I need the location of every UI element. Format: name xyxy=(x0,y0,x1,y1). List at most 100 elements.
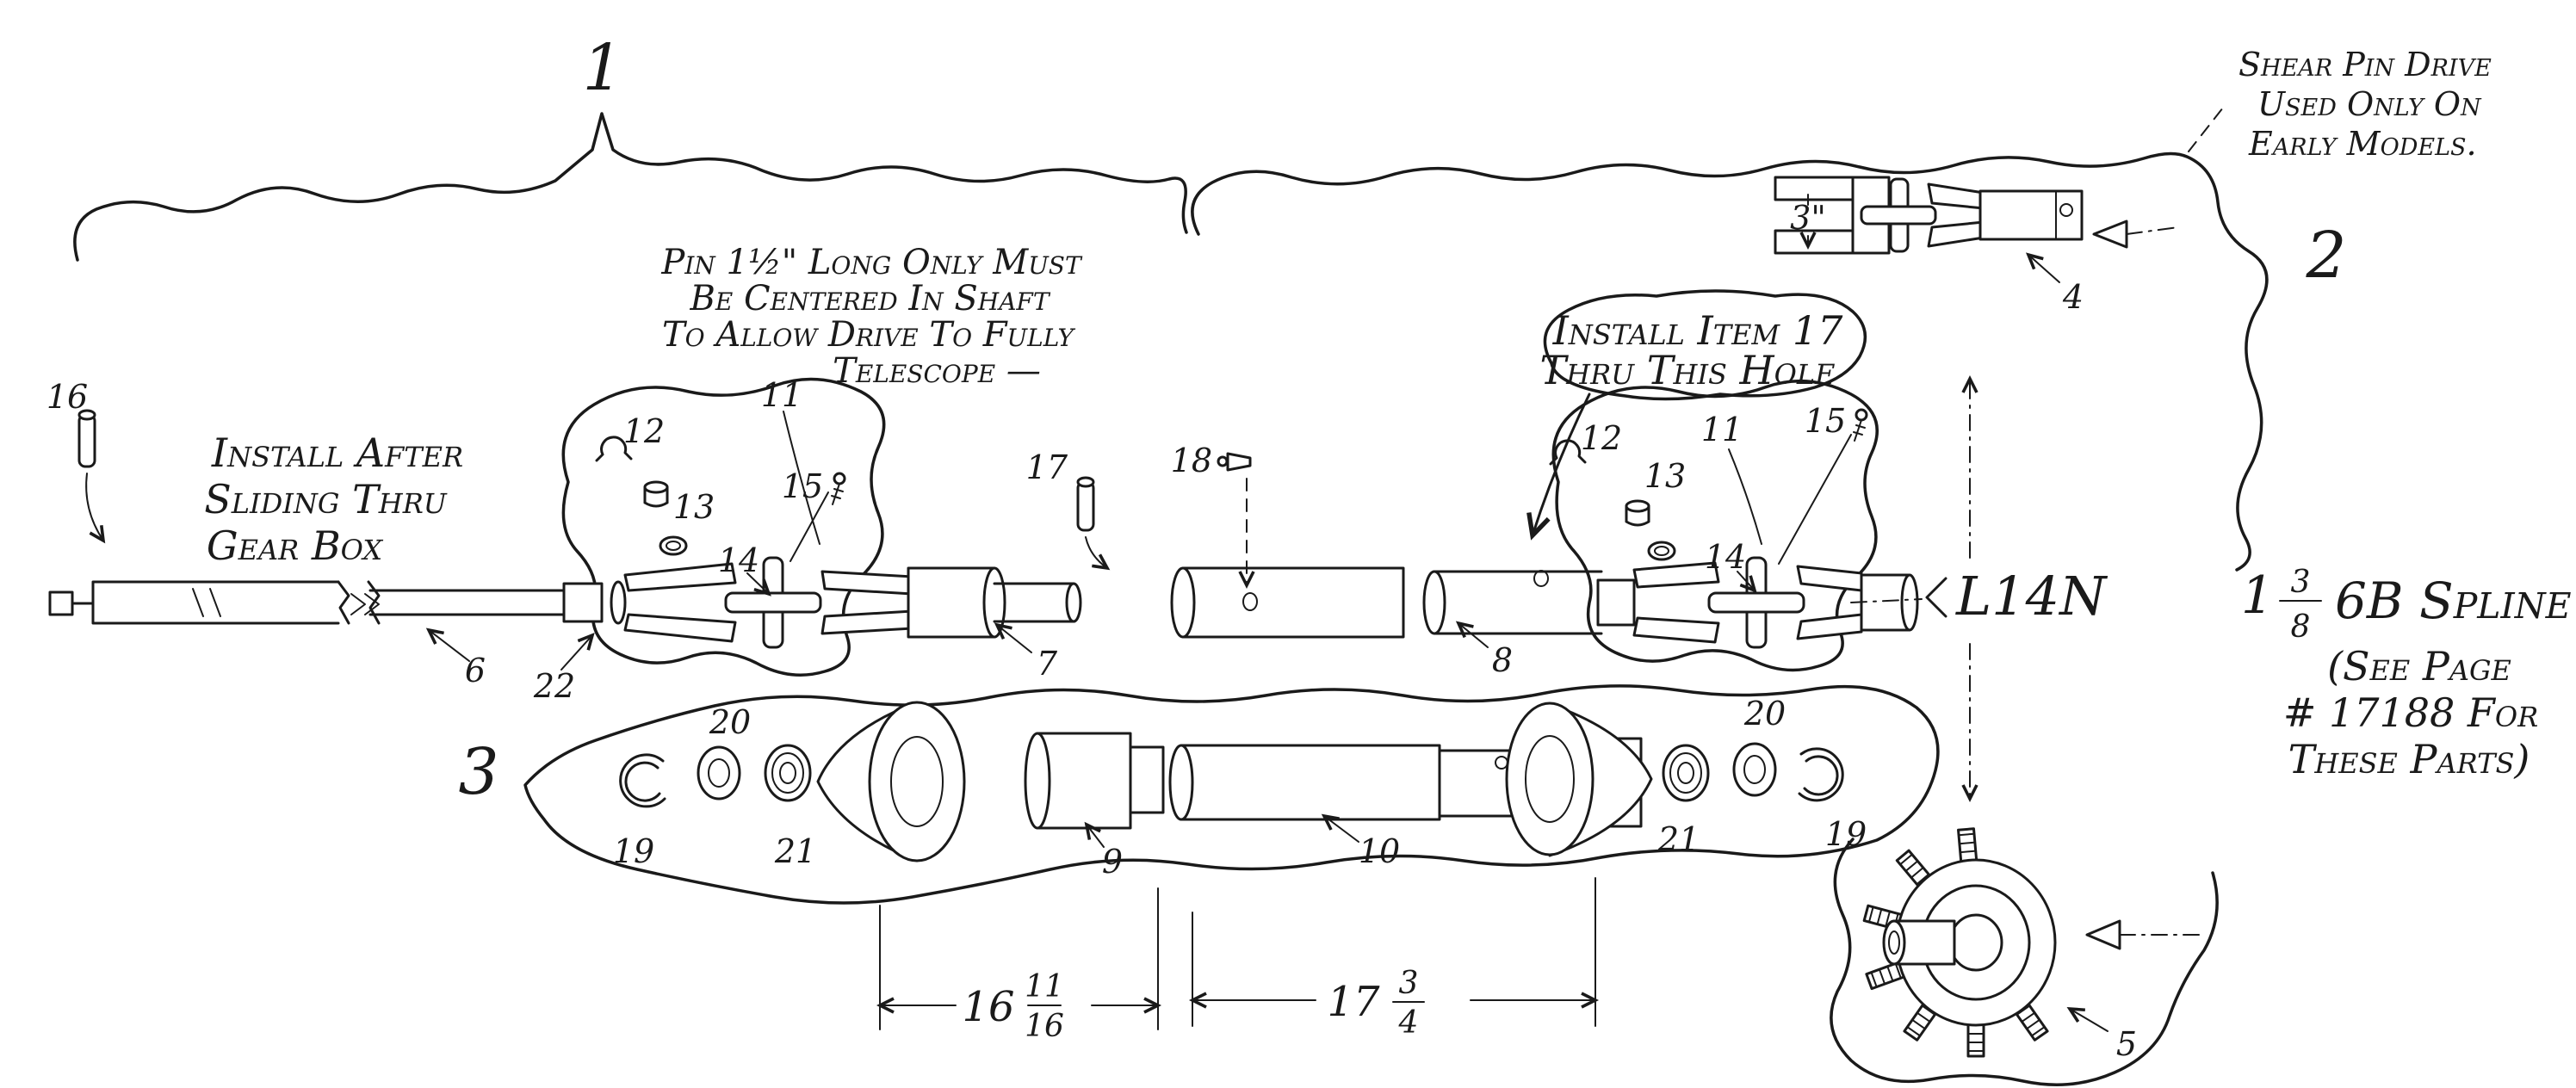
callout-19a: 19 xyxy=(613,832,654,870)
callout-5: 5 xyxy=(2116,1025,2137,1063)
callout-21a: 21 xyxy=(774,832,816,870)
plug-18-body xyxy=(1226,452,1252,472)
dimension-lines xyxy=(876,600,2322,1030)
ring-13b-inner xyxy=(1654,546,1669,556)
cloud-group-2 xyxy=(1191,151,2269,572)
yoke-7-prong-lower xyxy=(820,609,914,635)
pin-note-line1: Pin 1½" Long Only Must xyxy=(660,243,1083,282)
yoke-end-mouth xyxy=(1900,573,1919,632)
l14n-label: L14N xyxy=(1955,565,2108,627)
tube-10-body xyxy=(1180,744,1441,821)
callout-11b: 11 xyxy=(1701,411,1743,448)
tube-a-body xyxy=(1181,566,1405,639)
sleeve-7-body xyxy=(907,566,996,639)
callout-20b: 20 xyxy=(1743,695,1786,733)
cap-13b-top xyxy=(1625,499,1650,513)
tube-b-install-hole xyxy=(1533,570,1549,587)
install-note-pointer xyxy=(1526,393,1591,541)
cap-13b-body xyxy=(1625,504,1650,527)
dim-a-numerator: 11 xyxy=(1025,969,1064,1005)
fitting-15a-head xyxy=(833,472,846,485)
snap-ring-19a xyxy=(619,753,666,808)
callout-12a: 12 xyxy=(623,412,665,450)
sleeve-7-stub xyxy=(993,582,1075,623)
pin-17-head xyxy=(1076,476,1095,488)
leader-9 xyxy=(1084,821,1105,848)
cap-13a-top xyxy=(643,480,669,494)
pin-16 xyxy=(77,413,96,468)
coupler-9-body xyxy=(1036,732,1132,830)
leader-11b xyxy=(1728,448,1762,545)
yoke-8-hub xyxy=(1596,578,1636,627)
callout-7: 7 xyxy=(1037,645,1058,683)
yoke-22-prong-upper xyxy=(623,562,737,592)
cloud-hub-group xyxy=(1830,838,2219,1086)
callout-15b: 15 xyxy=(1805,402,1846,440)
callout-3: 3 xyxy=(458,735,498,809)
washer-20b xyxy=(1732,742,1777,797)
yoke-8-prong-lower xyxy=(1632,616,1720,644)
dim-b-denominator: 4 xyxy=(1398,1005,1419,1041)
yoke-end-prong-lower xyxy=(1796,613,1863,640)
callout-6: 6 xyxy=(465,652,486,689)
callout-22: 22 xyxy=(533,667,575,705)
ring-13a xyxy=(659,535,688,556)
dim-b-whole: 17 xyxy=(1327,978,1380,1026)
callout-14b: 14 xyxy=(1705,538,1746,576)
dim-a-extensions xyxy=(879,887,1159,1030)
leader-5 xyxy=(2066,1006,2108,1032)
fitting-15a-shaft xyxy=(831,483,844,505)
spline-denominator: 8 xyxy=(2291,609,2311,645)
flanged-hub-assembly xyxy=(1862,827,2207,1058)
see-page-line2: # 17188 For xyxy=(2283,689,2538,736)
shield-bell-left-bore xyxy=(890,736,944,827)
l14n-connector xyxy=(1850,598,1923,603)
fitting-15b-shaft xyxy=(1853,419,1866,442)
thin-shaft xyxy=(368,589,566,616)
callout-14a: 14 xyxy=(718,541,759,579)
tube-a-mouth xyxy=(1170,566,1196,639)
slide-tube-hole xyxy=(1495,756,1508,770)
callout-13a: 13 xyxy=(673,488,715,526)
shield-bell-left-rim xyxy=(868,701,966,862)
callout-21b: 21 xyxy=(1657,820,1700,858)
hub-center-bore xyxy=(1882,919,1906,966)
ring-13b xyxy=(1647,541,1676,561)
callout-19b: 19 xyxy=(1825,815,1867,853)
see-page-line3: These Parts) xyxy=(2288,736,2530,782)
leader-15a xyxy=(790,491,829,562)
callout-16: 16 xyxy=(46,378,88,416)
gearbox-shaft-tube xyxy=(91,580,340,625)
shear-note-line3: Early Models. xyxy=(2248,125,2477,163)
bearing-21b-inner xyxy=(1677,762,1694,784)
leader-7 xyxy=(994,622,1032,653)
pin-16-head xyxy=(77,409,96,421)
install-after-line3: Gear Box xyxy=(207,522,383,569)
tube-a-pin-hole xyxy=(1242,592,1258,611)
callout-4: 4 xyxy=(2062,278,2084,316)
sleeve-7-stub-mouth xyxy=(1065,582,1082,623)
shear-pin-joint-assembly xyxy=(1774,176,2179,253)
shear-note-line2: Used Only On xyxy=(2257,85,2482,123)
pin-17 xyxy=(1076,480,1095,532)
washer-20a-inner xyxy=(708,758,730,788)
cloud-group-3 xyxy=(523,684,1940,905)
joint4-pointer-arrow xyxy=(2092,219,2128,249)
tube-surface-marks xyxy=(192,588,221,617)
install-after-line1: Install After xyxy=(211,430,463,476)
shield-bell-right-rim xyxy=(1505,702,1595,856)
pin-16-leader xyxy=(85,473,106,544)
bearing-21a-mid xyxy=(771,752,804,794)
bearing-21a-inner xyxy=(779,762,796,784)
hub-flange-inner xyxy=(1948,913,2003,972)
cap-13a-body xyxy=(643,485,669,508)
coupler-9-mouth xyxy=(1024,732,1051,830)
dim-b-extensions xyxy=(1192,877,1596,1027)
washer-20b-inner xyxy=(1743,755,1766,784)
callout-2: 2 xyxy=(2305,219,2346,293)
leader-22 xyxy=(560,633,595,671)
dim-b-numerator: 3 xyxy=(1399,966,1419,1001)
joint4-pointer-line xyxy=(2126,226,2179,235)
install17-line2: Thru This Hole xyxy=(1539,347,1835,393)
callout-11a: 11 xyxy=(761,376,802,414)
